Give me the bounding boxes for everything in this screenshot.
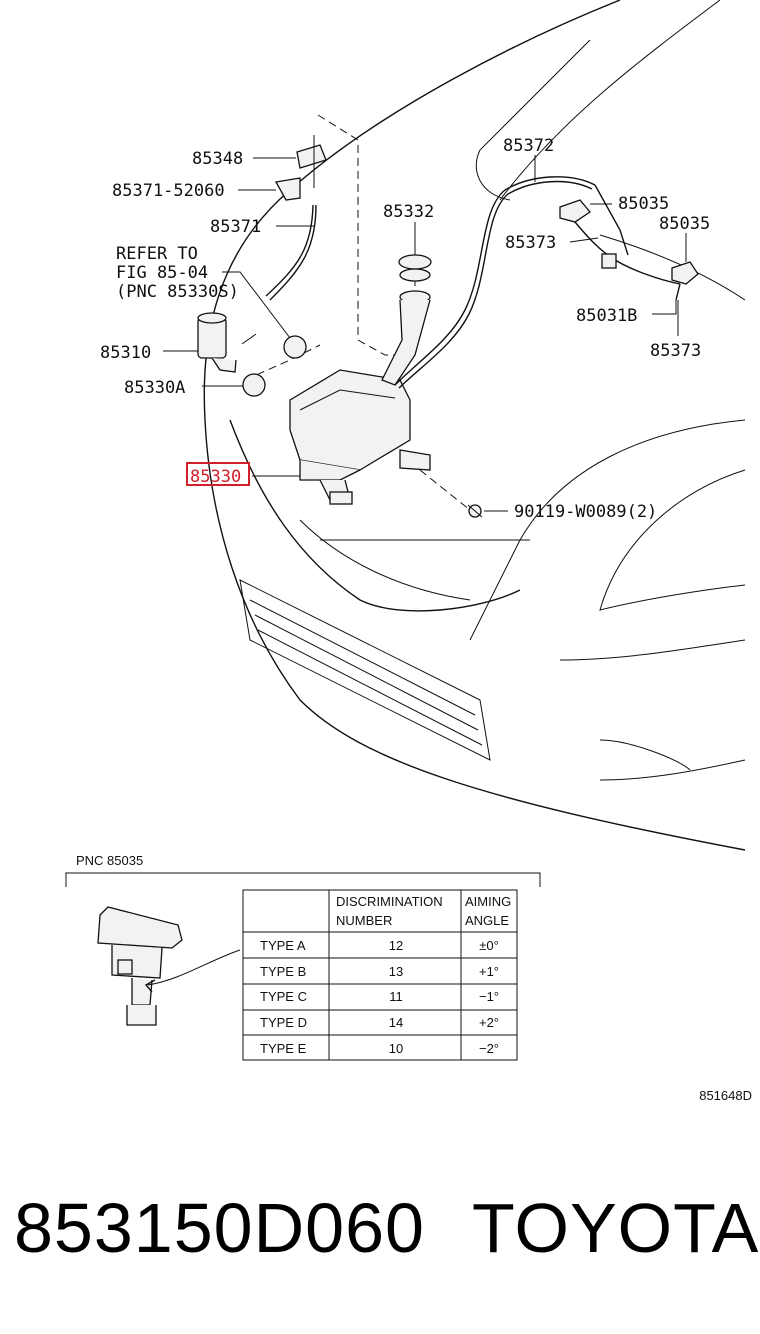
car-body-outline (203, 0, 746, 851)
hose-85371 (265, 204, 317, 301)
row-type: TYPE B (260, 964, 306, 979)
row-type: TYPE A (260, 938, 306, 953)
row-type: TYPE E (260, 1041, 307, 1056)
nozzles-85035 (559, 199, 699, 301)
footer: 853150D060 TOYOTA (0, 1180, 760, 1290)
header-angle: ANGLE (465, 913, 509, 928)
screw-90119 (467, 504, 483, 518)
callout-85332[interactable]: 85332 (383, 202, 434, 222)
callout-85373-left[interactable]: 85373 (505, 233, 556, 253)
refer-note-line-3: (PNC 85330S) (116, 282, 239, 302)
callout-85372[interactable]: 85372 (503, 136, 554, 156)
row-number: 11 (389, 989, 403, 1004)
callout-85035-lower[interactable]: 85035 (659, 214, 710, 234)
callout-85348[interactable]: 85348 (192, 149, 243, 169)
row-number: 13 (389, 964, 403, 979)
leader-lines (163, 155, 687, 512)
callout-85330A[interactable]: 85330A (124, 378, 185, 398)
washer-tank (289, 369, 431, 505)
row-angle: +1° (479, 964, 499, 979)
hose-85372 (394, 176, 629, 389)
filler-neck (381, 290, 431, 386)
refer-note-line-2: FIG 85-04 (116, 263, 208, 283)
callout-85371-52060[interactable]: 85371-52060 (112, 181, 225, 201)
row-angle: −1° (479, 989, 499, 1004)
cap-85332 (398, 254, 432, 282)
refer-note-line-1: REFER TO (116, 244, 198, 264)
header-discrimination: DISCRIMINATION (336, 894, 443, 909)
callout-85330-highlight (186, 462, 250, 486)
detail-inset: PNC 85035 DISCRIMINATION NUMBER AIMING (65, 853, 541, 1061)
nozzle-detail-icon (97, 906, 241, 1026)
header-aiming: AIMING (465, 894, 511, 909)
footer-brand: TOYOTA (472, 1189, 760, 1267)
row-number: 14 (389, 1015, 403, 1030)
row-angle: ±0° (479, 938, 499, 953)
header-number: NUMBER (336, 913, 392, 928)
row-angle: +2° (479, 1015, 499, 1030)
nozzle-85348 (241, 135, 327, 345)
row-type: TYPE D (260, 1015, 307, 1030)
callout-85371[interactable]: 85371 (210, 217, 261, 237)
detail-pnc-label: PNC 85035 (76, 853, 143, 868)
row-angle: −2° (479, 1041, 499, 1056)
grommets (242, 335, 307, 397)
row-number: 10 (389, 1041, 403, 1056)
aiming-table: DISCRIMINATION NUMBER AIMING ANGLE TYPE … (242, 889, 518, 1061)
figure-id: 851648D (699, 1088, 752, 1103)
callout-85373-right[interactable]: 85373 (650, 341, 701, 361)
callout-85031B[interactable]: 85031B (576, 306, 637, 326)
washer-pump (197, 312, 237, 373)
callouts: 85348 85371-52060 85371 REFER TO FIG 85-… (100, 136, 710, 522)
row-number: 12 (389, 938, 403, 953)
callout-85330[interactable]: 85330 (190, 467, 241, 487)
callout-90119-W0089[interactable]: 90119-W0089(2) (514, 502, 657, 522)
row-type: TYPE C (260, 989, 307, 1004)
footer-part-number: 853150D060 (14, 1189, 425, 1267)
callout-85310[interactable]: 85310 (100, 343, 151, 363)
callout-85035-upper[interactable]: 85035 (618, 194, 669, 214)
